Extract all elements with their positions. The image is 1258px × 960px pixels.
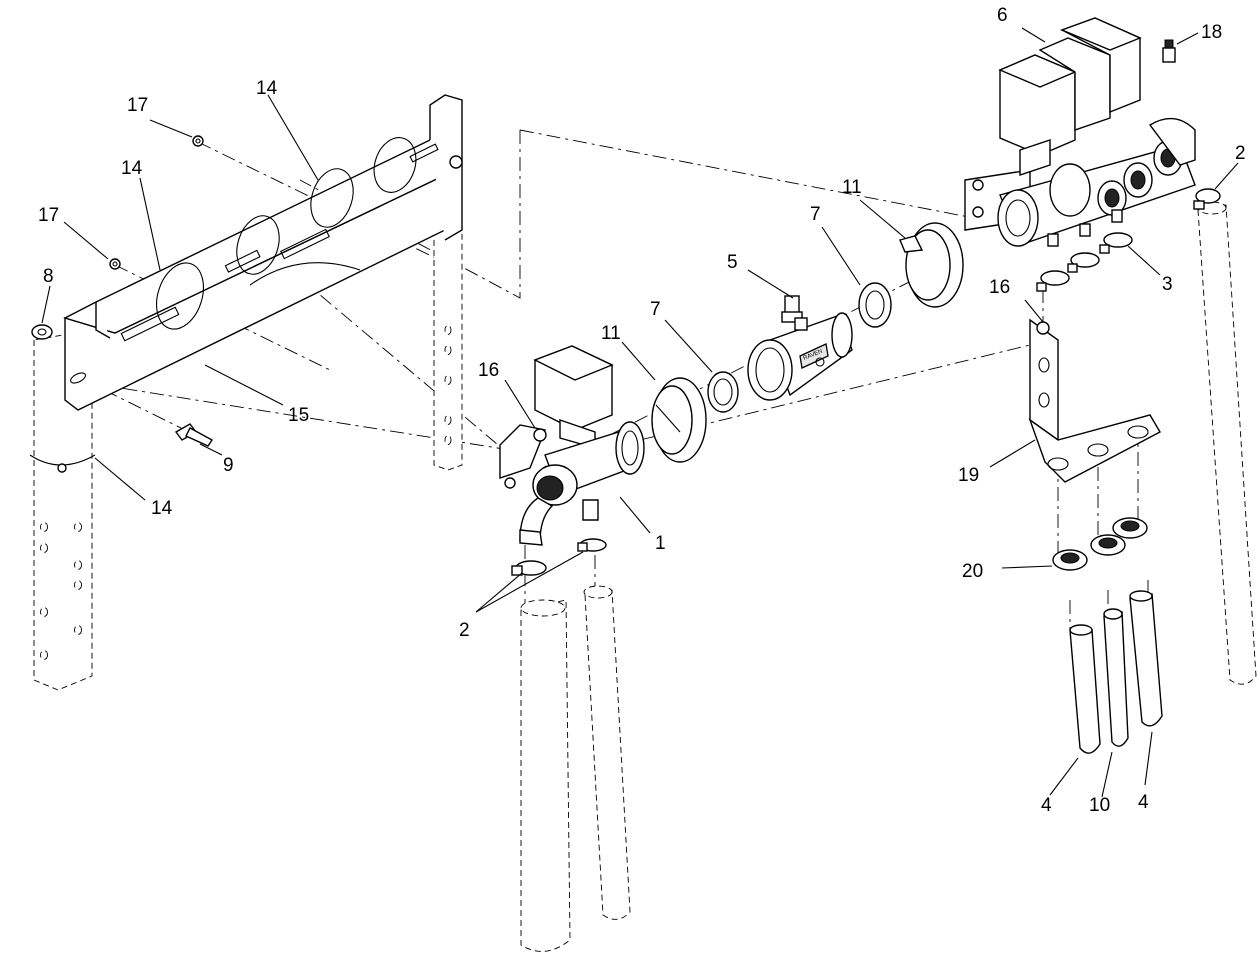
- mount-bracket: [63, 94, 463, 411]
- small-hardware: [31, 135, 214, 447]
- callout-labels: 6 18 2 3 16 19 20 4 10 4 11 7 5 7 11 16 …: [38, 5, 1246, 816]
- hose-clamps-right: [1036, 188, 1221, 292]
- callout-8: 8: [43, 266, 54, 287]
- callout-14-bottom: 14: [151, 498, 173, 519]
- callout-4-a: 4: [1041, 795, 1052, 816]
- callout-17-mid: 17: [38, 205, 59, 226]
- left-valve-assembly: [499, 345, 645, 546]
- callout-18: 18: [1201, 22, 1222, 43]
- callout-11-right: 11: [842, 177, 862, 198]
- gasket-right: [858, 282, 892, 328]
- callout-16-right: 16: [989, 277, 1010, 298]
- callout-1: 1: [655, 533, 666, 554]
- callout-20: 20: [962, 561, 983, 582]
- callout-9: 9: [223, 455, 234, 476]
- callout-2-right: 2: [1235, 143, 1246, 164]
- hose-mount-bracket: [1028, 318, 1161, 483]
- hose-clamps-on-bracket: [29, 137, 417, 473]
- callout-15: 15: [288, 405, 309, 426]
- gasket-left: [707, 371, 739, 413]
- coupler-left: [651, 377, 707, 463]
- callout-14-top: 14: [256, 78, 278, 99]
- callout-19: 19: [958, 465, 979, 486]
- flow-meter: RAVEN: [747, 295, 853, 401]
- leader-lines: [41, 27, 1239, 798]
- coupler-right: [899, 222, 964, 308]
- grommets: [1052, 517, 1148, 571]
- callout-16-left: 16: [478, 360, 499, 381]
- phantom-mounting-posts: [33, 99, 1257, 952]
- callout-3: 3: [1162, 274, 1173, 295]
- hoses: [1069, 590, 1163, 754]
- callout-10: 10: [1089, 795, 1110, 816]
- callout-5: 5: [727, 252, 738, 273]
- callout-17-top: 17: [127, 95, 148, 116]
- callout-11-left: 11: [601, 323, 621, 344]
- manifold-assembly: [964, 17, 1196, 247]
- hose-clamps-left: [511, 538, 607, 576]
- callout-7-right: 7: [810, 204, 821, 225]
- callout-7-left: 7: [650, 299, 661, 320]
- fitting-18: [1162, 39, 1176, 63]
- callout-14-mid: 14: [121, 158, 143, 179]
- callout-6: 6: [997, 5, 1008, 26]
- callout-2-left: 2: [459, 620, 470, 641]
- callout-4-b: 4: [1138, 792, 1149, 813]
